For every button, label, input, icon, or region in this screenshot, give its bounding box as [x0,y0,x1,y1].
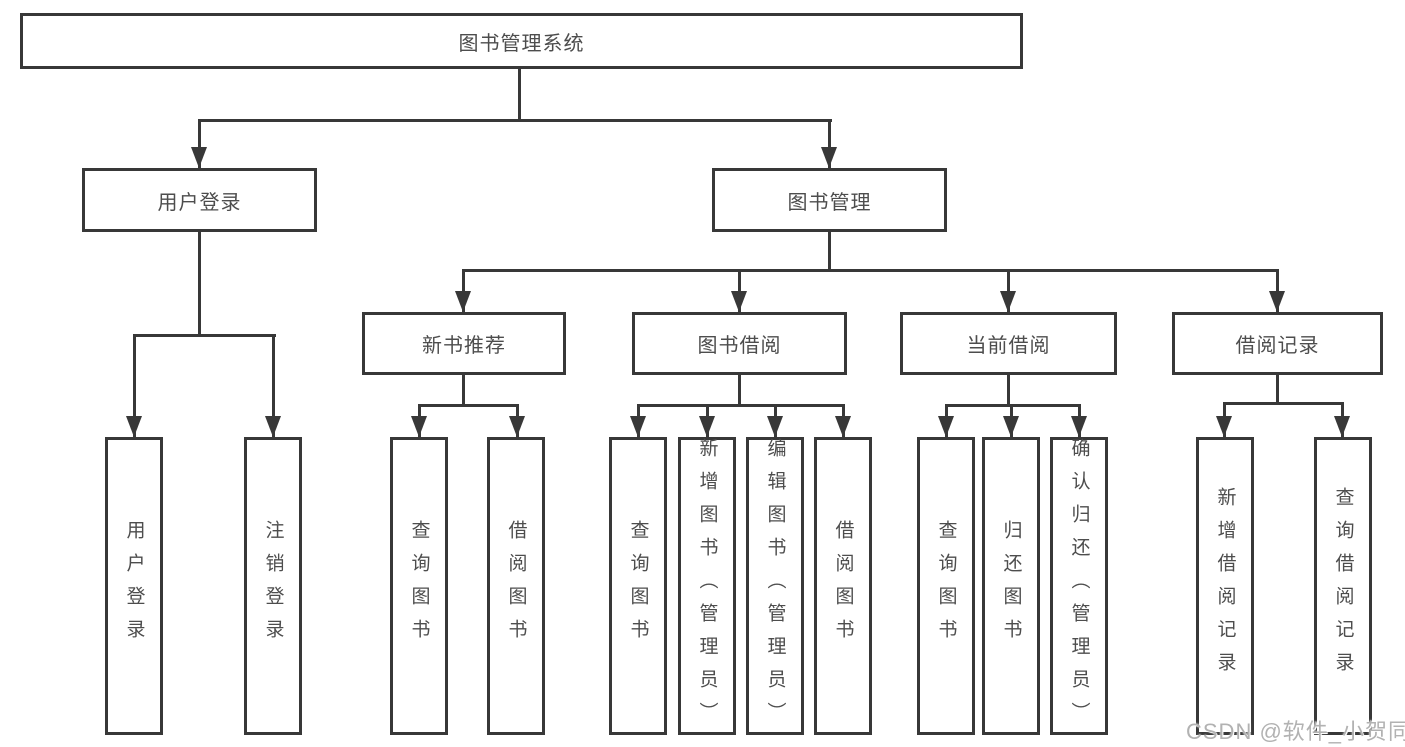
leaf-records-add: 新增借阅记录 [1196,437,1254,735]
leaf-borrow-query-label: 查询图书 [627,520,649,652]
connector-line [462,269,465,312]
connector-line [1276,375,1279,405]
connector-line [198,119,201,168]
connector-line [945,404,1081,407]
connector-line [133,334,136,437]
node-root-label: 图书管理系统 [458,32,585,55]
arrowhead-down-icon [455,291,471,312]
leaf-borrow-borrow-label: 借阅图书 [832,520,854,652]
leaf-user-login: 用户登录 [105,437,163,735]
connector-line [1223,402,1344,405]
arrowhead-down-icon [1071,416,1087,437]
connector-line [828,232,831,272]
arrowhead-down-icon [821,147,837,168]
node-current-borrow-label: 当前借阅 [966,335,1051,357]
connector-line [418,404,519,407]
arrowhead-down-icon [1003,416,1019,437]
leaf-records-query: 查询借阅记录 [1314,437,1372,735]
leaf-records-add-label: 新增借阅记录 [1214,487,1236,685]
leaf-borrow-query: 查询图书 [609,437,667,735]
leaf-user-login-label: 用户登录 [123,520,145,652]
node-user-login-label: 用户登录 [157,191,242,214]
leaf-current-confirm-admin: 确认归还（管理员） [1050,437,1108,735]
leaf-borrow-edit-admin: 编辑图书（管理员） [746,437,804,735]
node-borrow-records: 借阅记录 [1172,312,1383,375]
connector-line [1276,269,1279,312]
node-book-mgmt-label: 图书管理 [787,191,872,214]
leaf-current-confirm-admin-label: 确认归还（管理员） [1068,437,1090,735]
arrowhead-down-icon [1000,291,1016,312]
leaf-newbooks-query: 查询图书 [390,437,448,735]
arrowhead-down-icon [126,416,142,437]
connector-line [462,269,1279,272]
connector-line [133,334,276,337]
arrowhead-down-icon [1334,416,1350,437]
arrowhead-down-icon [699,416,715,437]
connector-line [637,404,845,407]
csdn-watermark: CSDN @软件_小贺同学 [1186,719,1405,744]
node-new-books-label: 新书推荐 [422,335,506,357]
node-root: 图书管理系统 [20,13,1023,69]
connector-line [198,119,832,122]
node-book-mgmt: 图书管理 [712,168,947,232]
arrowhead-down-icon [1216,416,1232,437]
arrowhead-down-icon [835,416,851,437]
node-new-books: 新书推荐 [362,312,566,375]
node-current-borrow: 当前借阅 [900,312,1117,375]
leaf-current-query: 查询图书 [917,437,975,735]
leaf-current-return: 归还图书 [982,437,1040,735]
arrowhead-down-icon [265,416,281,437]
arrowhead-down-icon [509,416,525,437]
leaf-current-return-label: 归还图书 [1000,520,1022,652]
leaf-logout: 注销登录 [244,437,302,735]
leaf-borrow-add-admin-label: 新增图书（管理员） [696,437,718,735]
leaf-newbooks-borrow-label: 借阅图书 [505,520,527,652]
leaf-newbooks-borrow: 借阅图书 [487,437,545,735]
leaf-borrow-edit-admin-label: 编辑图书（管理员） [764,437,786,735]
arrowhead-down-icon [191,147,207,168]
arrowhead-down-icon [411,416,427,437]
connector-line [1007,269,1010,312]
connector-line [1007,375,1010,407]
leaf-logout-label: 注销登录 [262,520,284,652]
connector-line [198,232,201,337]
leaf-borrow-add-admin: 新增图书（管理员） [678,437,736,735]
arrowhead-down-icon [731,291,747,312]
node-borrow-records-label: 借阅记录 [1235,335,1320,357]
leaf-current-query-label: 查询图书 [935,520,957,652]
leaf-newbooks-query-label: 查询图书 [408,520,430,652]
connector-line [828,119,831,168]
arrowhead-down-icon [767,416,783,437]
connector-line [738,375,741,407]
node-book-borrow: 图书借阅 [632,312,847,375]
node-user-login: 用户登录 [82,168,317,232]
connector-line [518,69,521,122]
arrowhead-down-icon [630,416,646,437]
node-book-borrow-label: 图书借阅 [697,335,782,357]
arrowhead-down-icon [938,416,954,437]
leaf-records-query-label: 查询借阅记录 [1332,487,1354,685]
arrowhead-down-icon [1269,291,1285,312]
connector-line [462,375,465,407]
connector-line [272,334,275,437]
connector-line [738,269,741,312]
leaf-borrow-borrow: 借阅图书 [814,437,872,735]
